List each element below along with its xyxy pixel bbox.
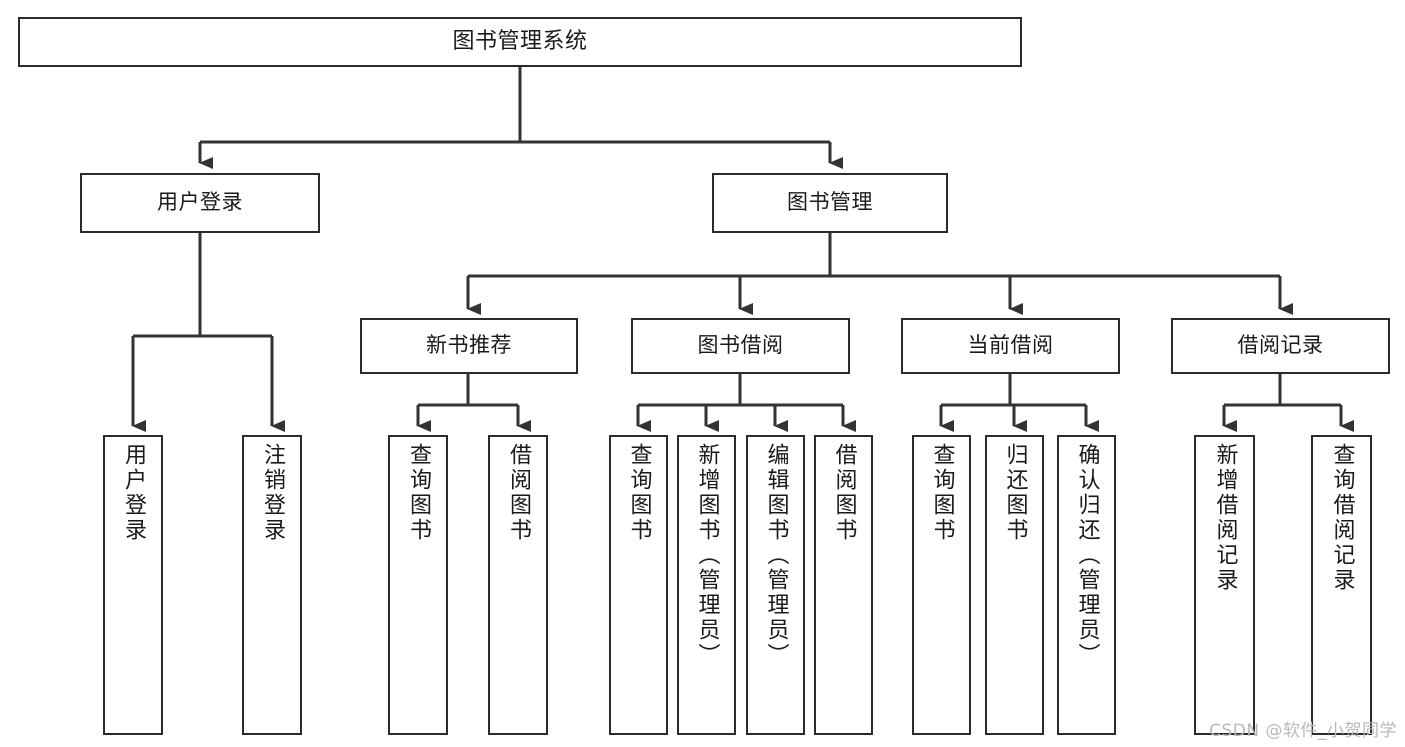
node-new-book-recommend-label: 新书推荐 (426, 333, 512, 358)
leaf-add-book-admin-label: 新增图书（管理员） (694, 443, 720, 668)
leaf-add-borrow-record-label: 新增借阅记录 (1212, 443, 1238, 593)
node-root-book-management-system[interactable]: 图书管理系统 (18, 17, 1022, 67)
leaf-query-book-borrow[interactable]: 查询图书 (609, 435, 668, 735)
leaf-query-book-current[interactable]: 查询图书 (912, 435, 971, 735)
leaf-edit-book-admin-label: 编辑图书（管理员） (763, 443, 789, 668)
csdn-watermark: CSDN @软件_小贺同学 (1209, 721, 1397, 741)
leaf-add-borrow-record[interactable]: 新增借阅记录 (1194, 435, 1255, 735)
node-borrow-record[interactable]: 借阅记录 (1171, 318, 1390, 374)
leaf-confirm-return-admin[interactable]: 确认归还（管理员） (1057, 435, 1116, 735)
node-user-login-label: 用户登录 (157, 190, 243, 215)
leaf-add-book-admin[interactable]: 新增图书（管理员） (677, 435, 736, 735)
leaf-borrow-book-recommend[interactable]: 借阅图书 (488, 435, 548, 735)
node-user-login[interactable]: 用户登录 (80, 173, 320, 233)
leaf-query-book-recommend-label: 查询图书 (406, 443, 431, 543)
leaf-return-book[interactable]: 归还图书 (985, 435, 1044, 735)
leaf-query-book-current-label: 查询图书 (929, 443, 955, 543)
node-new-book-recommend[interactable]: 新书推荐 (360, 318, 578, 374)
node-book-borrow-label: 图书借阅 (697, 333, 784, 358)
leaf-query-book-borrow-label: 查询图书 (626, 443, 652, 543)
node-book-borrow[interactable]: 图书借阅 (631, 318, 850, 374)
node-root-label: 图书管理系统 (452, 28, 588, 54)
leaf-user-login[interactable]: 用户登录 (103, 435, 163, 735)
node-book-manage-label: 图书管理 (787, 190, 873, 215)
leaf-query-borrow-record-label: 查询借阅记录 (1329, 443, 1355, 593)
leaf-borrow-book-borrow[interactable]: 借阅图书 (814, 435, 873, 735)
leaf-return-book-label: 归还图书 (1002, 443, 1028, 543)
leaf-query-book-recommend[interactable]: 查询图书 (388, 435, 448, 735)
leaf-borrow-book-borrow-label: 借阅图书 (831, 443, 857, 543)
leaf-user-logout[interactable]: 注销登录 (242, 435, 302, 735)
node-book-manage[interactable]: 图书管理 (712, 173, 948, 233)
leaf-confirm-return-admin-label: 确认归还（管理员） (1074, 443, 1100, 668)
leaf-user-logout-label: 注销登录 (260, 443, 285, 543)
node-current-borrow-label: 当前借阅 (967, 333, 1054, 358)
leaf-user-login-label: 用户登录 (121, 443, 146, 543)
leaf-query-borrow-record[interactable]: 查询借阅记录 (1311, 435, 1372, 735)
node-current-borrow[interactable]: 当前借阅 (901, 318, 1120, 374)
leaf-borrow-book-recommend-label: 借阅图书 (506, 443, 531, 543)
leaf-edit-book-admin[interactable]: 编辑图书（管理员） (746, 435, 805, 735)
node-borrow-record-label: 借阅记录 (1237, 333, 1324, 358)
